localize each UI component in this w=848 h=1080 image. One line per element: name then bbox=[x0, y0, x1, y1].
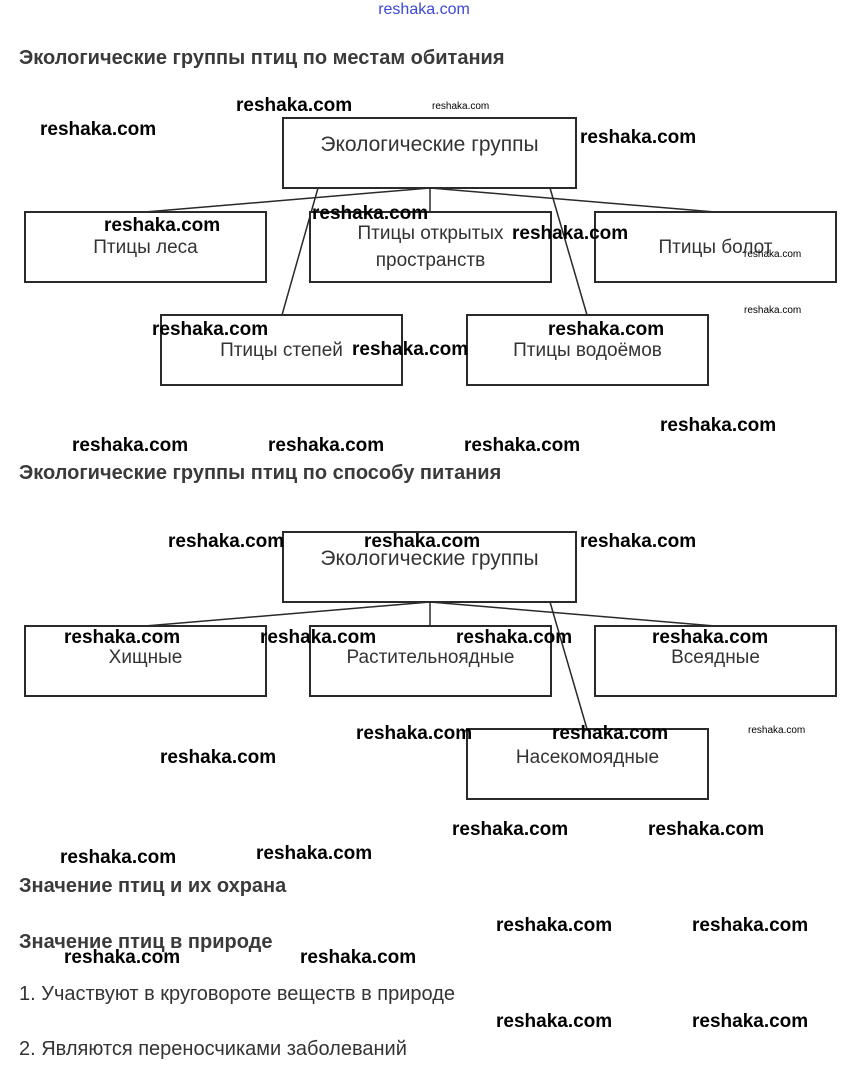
watermark: reshaka.com bbox=[692, 1011, 809, 1032]
site-link[interactable]: reshaka.com bbox=[378, 1, 470, 18]
section-habitat-title: Экологические группы птиц по местам обит… bbox=[19, 47, 505, 69]
node-omnivores: Всеядные bbox=[594, 625, 837, 697]
connector-forest bbox=[144, 187, 431, 213]
connector-omnivores bbox=[429, 601, 716, 627]
connector-swamp bbox=[429, 187, 716, 213]
node-omnivores-label: Всеядные bbox=[671, 647, 760, 668]
section-feeding-title: Экологические группы птиц по способу пит… bbox=[19, 462, 502, 484]
node-predators-label: Хищные bbox=[108, 647, 183, 668]
feeding-root-label: Экологические группы bbox=[320, 547, 539, 570]
feeding-diagram: Экологические группы Хищные Растительноя… bbox=[24, 531, 837, 800]
watermark: reshaka.com bbox=[648, 819, 765, 840]
node-herbivores: Растительноядные bbox=[309, 625, 552, 697]
node-open-label: Птицы открытых пространств bbox=[357, 223, 504, 271]
node-steppe: Птицы степей bbox=[160, 314, 403, 386]
feeding-connectors bbox=[144, 601, 716, 730]
connector-predators bbox=[144, 601, 431, 627]
importance-item: 2. Являются переносчиками заболеваний bbox=[19, 1038, 407, 1060]
node-herbivores-label: Растительноядные bbox=[346, 647, 515, 668]
habitat-root-label: Экологические группы bbox=[320, 133, 539, 156]
node-open: Птицы открытых пространств bbox=[309, 211, 552, 283]
importance-item: 1. Участвуют в круговороте веществ в при… bbox=[19, 983, 455, 1005]
node-swamp-label: Птицы болот bbox=[658, 236, 773, 258]
connector-steppe bbox=[281, 187, 319, 316]
node-swamp: Птицы болот bbox=[594, 211, 837, 283]
connector-insectivores bbox=[549, 601, 588, 730]
watermark: reshaka.com bbox=[496, 915, 613, 936]
habitat-root-box: Экологические группы bbox=[282, 117, 577, 189]
habitat-connectors bbox=[144, 187, 716, 316]
node-insectivores: Насекомоядные bbox=[466, 728, 709, 800]
watermark: reshaka.com bbox=[452, 819, 569, 840]
habitat-diagram: Экологические группы Птицы леса Птицы от… bbox=[0, 0, 848, 400]
watermark: reshaka.com bbox=[60, 847, 177, 868]
watermark: reshaka.com bbox=[692, 915, 809, 936]
node-water-label: Птицы водоёмов bbox=[513, 339, 662, 361]
watermark: reshaka.com bbox=[496, 1011, 613, 1032]
node-water: Птицы водоёмов bbox=[466, 314, 709, 386]
watermark: reshaka.com bbox=[256, 843, 373, 864]
node-predators: Хищные bbox=[24, 625, 267, 697]
connector-water bbox=[549, 187, 588, 316]
feeding-root-box: Экологические группы bbox=[282, 531, 577, 603]
section-importance-subtitle: Значение птиц в природе bbox=[19, 931, 273, 953]
section-importance-title: Значение птиц и их охрана bbox=[19, 875, 287, 897]
node-forest-label: Птицы леса bbox=[93, 236, 198, 258]
watermark: reshaka.com bbox=[300, 947, 417, 968]
node-forest: Птицы леса bbox=[24, 211, 267, 283]
node-insectivores-label: Насекомоядные bbox=[515, 747, 660, 768]
node-steppe-label: Птицы степей bbox=[220, 339, 343, 361]
